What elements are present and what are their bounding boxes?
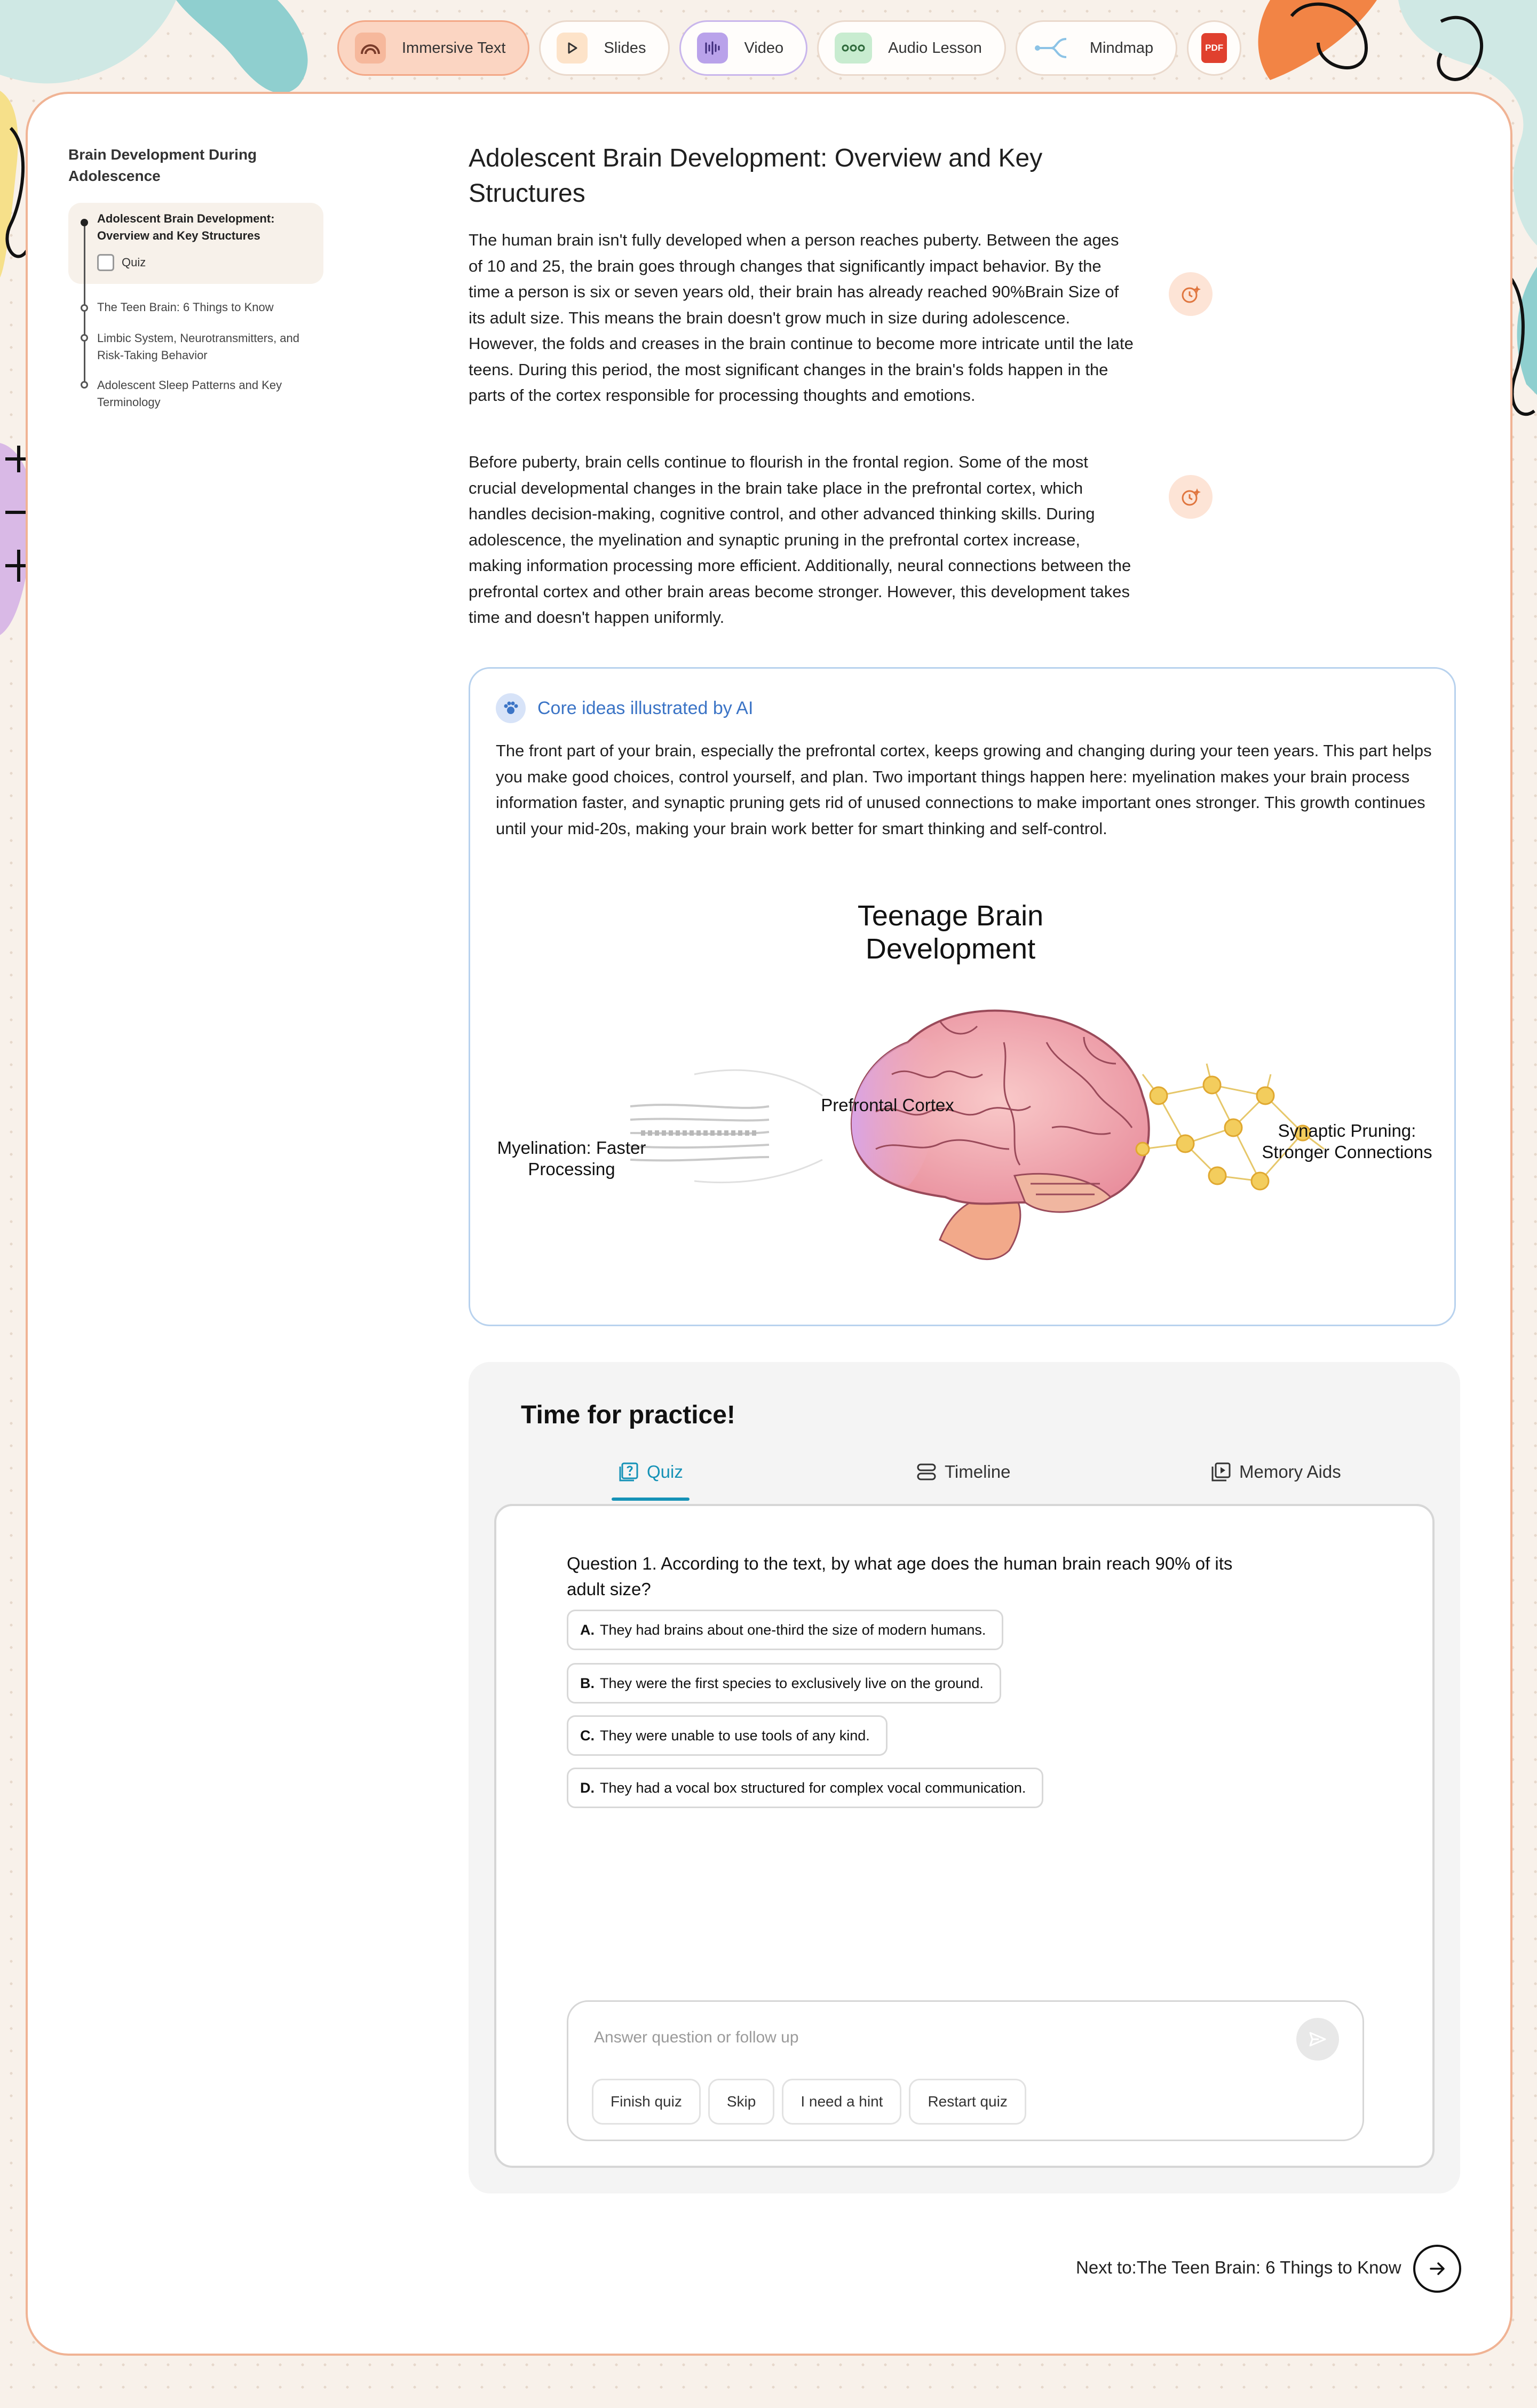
active-tab-indicator [612, 1498, 690, 1501]
article-paragraph: The human brain isn't fully developed wh… [469, 231, 1134, 405]
article-paragraph: Before puberty, brain cells continue to … [469, 453, 1131, 627]
sidebar-item-teen-brain[interactable]: The Teen Brain: 6 Things to Know [97, 300, 274, 314]
option-text: They had a vocal box structured for comp… [600, 1779, 1026, 1796]
quick-action-chips: Finish quiz Skip I need a hint Restart q… [592, 2079, 1026, 2125]
next-lesson-link[interactable]: Next to:The Teen Brain: 6 Things to Know [1076, 2258, 1401, 2277]
timeline-dot [81, 219, 88, 226]
illustrate-button[interactable] [1169, 475, 1213, 519]
option-letter: A. [580, 1621, 595, 1638]
hint-button[interactable]: I need a hint [782, 2079, 902, 2125]
rainbow-icon [355, 33, 386, 64]
tool-audio-lesson[interactable]: Audio Lesson [817, 20, 1006, 76]
tool-immersive-text[interactable]: Immersive Text [337, 20, 530, 76]
sidebar-item-overview[interactable]: Adolescent Brain Development: Overview a… [97, 212, 275, 242]
play-icon [557, 33, 588, 64]
tool-slides[interactable]: Slides [539, 20, 670, 76]
mode-toolbar: Immersive Text Slides Video Audio Lesson… [337, 20, 1242, 76]
restart-quiz-button[interactable]: Restart quiz [909, 2079, 1026, 2125]
answer-option-b[interactable]: B. They were the first species to exclusi… [567, 1663, 1001, 1704]
skip-button[interactable]: Skip [708, 2079, 775, 2125]
tab-label: Quiz [647, 1462, 683, 1482]
send-button[interactable] [1296, 2018, 1339, 2061]
sparkle-refresh-icon [1182, 488, 1201, 506]
answer-input-box: Answer question or follow up Finish quiz… [567, 2000, 1364, 2141]
answer-option-a[interactable]: A. They had brains about one-third the si… [567, 1610, 1004, 1650]
tool-mindmap[interactable]: Mindmap [1015, 20, 1178, 76]
brain-illustration [850, 1009, 1150, 1261]
illustrate-button[interactable] [1169, 272, 1213, 316]
timeline-dot [81, 334, 88, 342]
diagram-title: Teenage Brain Development [857, 900, 1044, 965]
finish-quiz-button[interactable]: Finish quiz [592, 2079, 701, 2125]
next-button[interactable] [1413, 2245, 1461, 2293]
mindmap-icon [1033, 33, 1074, 64]
timeline-dot [81, 304, 88, 312]
ai-paw-icon [496, 693, 526, 723]
option-letter: C. [580, 1727, 595, 1744]
video-icon [697, 33, 728, 64]
sidebar-item-quiz[interactable]: Quiz [97, 254, 146, 271]
send-icon [1309, 2032, 1326, 2047]
tab-label: Memory Aids [1239, 1462, 1341, 1482]
option-text: They had brains about one-third the size… [600, 1621, 986, 1638]
teenage-brain-diagram [630, 1009, 1325, 1261]
tab-memory-aids[interactable]: Memory Aids [1210, 1461, 1341, 1483]
memory-aids-icon [1211, 1462, 1231, 1482]
quiz-checkbox[interactable] [97, 254, 114, 271]
practice-section: Time for practice! Quiz Timeline Memory … [469, 1362, 1460, 2193]
sparkle-refresh-icon [1182, 286, 1201, 303]
option-letter: B. [580, 1675, 595, 1691]
tool-video[interactable]: Video [679, 20, 808, 76]
sidebar-item-label: Quiz [122, 256, 146, 269]
practice-title: Time for practice! [521, 1401, 735, 1429]
ai-box-heading: Core ideas illustrated by AI [537, 698, 754, 718]
diagram-label-synaptic-pruning: Synaptic Pruning: Stronger Connections [1262, 1121, 1432, 1162]
arrow-right-icon [1430, 2262, 1445, 2275]
tool-label: Mindmap [1089, 39, 1154, 57]
tool-label: Slides [604, 39, 646, 57]
ai-illustration-box: Core ideas illustrated by AI The front p… [469, 667, 1456, 1326]
tab-timeline[interactable]: Timeline [916, 1461, 1010, 1483]
answer-input[interactable]: Answer question or follow up [594, 2029, 799, 2046]
ai-box-header: Core ideas illustrated by AI [496, 693, 753, 723]
tab-label: Timeline [945, 1462, 1011, 1482]
quiz-panel: Question 1. According to the text, by wh… [494, 1504, 1435, 2168]
answer-option-c[interactable]: C. They were unable to use tools of any k… [567, 1715, 888, 1756]
tab-quiz[interactable]: Quiz [618, 1461, 683, 1483]
sidebar-item-limbic-system[interactable]: Limbic System, Neurotransmitters, and Ri… [97, 331, 300, 362]
sidebar-title: Brain Development During Adolescence [68, 146, 257, 184]
pdf-icon: PDF [1201, 33, 1227, 63]
neuron-cells [1135, 1075, 1311, 1191]
ai-box-text: The front part of your brain, especially… [496, 741, 1432, 838]
quiz-question: Question 1. According to the text, by wh… [567, 1554, 1233, 1599]
diagram-label-prefrontal-cortex: Prefrontal Cortex [821, 1095, 954, 1115]
myelin-fibers-illustration [630, 1069, 823, 1184]
tool-label: Audio Lesson [888, 39, 982, 57]
sidebar-item-sleep-patterns[interactable]: Adolescent Sleep Patterns and Key Termin… [97, 378, 282, 409]
timeline-dot [81, 381, 88, 389]
option-text: They were unable to use tools of any kin… [600, 1727, 870, 1744]
article-title: Adolescent Brain Development: Overview a… [469, 144, 1043, 208]
tool-label: Video [744, 39, 784, 57]
tool-label: Immersive Text [402, 39, 506, 57]
timeline-icon [917, 1463, 936, 1480]
quiz-icon [619, 1462, 638, 1482]
option-letter: D. [580, 1779, 595, 1796]
answer-option-d[interactable]: D. They had a vocal box structured for co… [567, 1768, 1044, 1808]
diagram-label-myelination: Myelination: Faster Processing [497, 1138, 646, 1179]
audio-icon [835, 33, 873, 64]
option-text: They were the first species to exclusive… [600, 1675, 984, 1691]
tool-pdf[interactable]: PDF [1187, 20, 1242, 76]
